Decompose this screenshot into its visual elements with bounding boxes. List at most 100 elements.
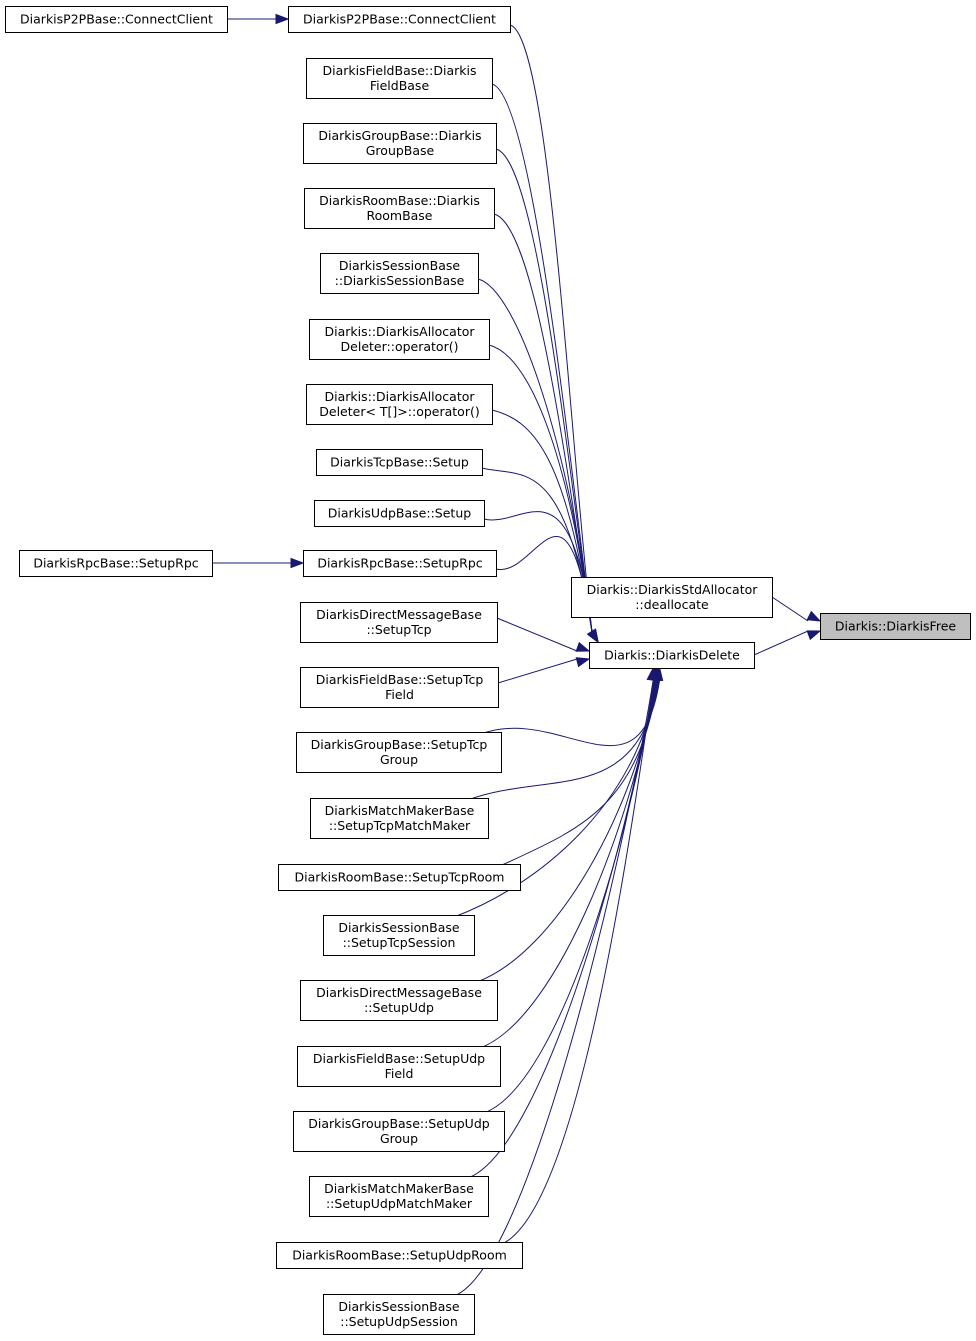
- node-label: ::SetupTcpSession: [343, 935, 456, 950]
- node-label: DiarkisSessionBase: [339, 258, 461, 273]
- node-session-setup-udp[interactable]: DiarkisSessionBase::SetupUdpSession: [323, 1294, 475, 1335]
- node-box: [278, 864, 521, 891]
- edge-std-allocator-deallocate-to-diarkis-free: [771, 596, 822, 622]
- edge-line: [495, 148, 593, 633]
- node-box: [589, 642, 755, 669]
- node-rpc-setup-left[interactable]: DiarkisRpcBase::SetupRpc: [19, 550, 213, 577]
- node-room-base-ctor[interactable]: DiarkisRoomBase::DiarkisRoomBase: [304, 188, 495, 229]
- edge-rpc-setup-to-rpc-setup-left: [212, 557, 305, 569]
- arrowhead: [275, 13, 290, 25]
- node-dm-setup-udp[interactable]: DiarkisDirectMessageBase::SetupUdp: [300, 980, 498, 1021]
- node-label: ::DiarkisSessionBase: [335, 273, 465, 288]
- node-dm-setup-tcp[interactable]: DiarkisDirectMessageBase::SetupTcp: [300, 602, 498, 643]
- node-allocator-deleter-op[interactable]: Diarkis::DiarkisAllocatorDeleter::operat…: [309, 319, 490, 360]
- node-label: Diarkis::DiarkisAllocator: [324, 324, 475, 339]
- node-label: DiarkisRpcBase::SetupRpc: [317, 556, 482, 571]
- node-label: DiarkisMatchMakerBase: [325, 803, 475, 818]
- node-label: Diarkis::DiarkisDelete: [604, 648, 740, 663]
- node-box: [5, 6, 228, 33]
- node-label: ::deallocate: [635, 597, 709, 612]
- node-box: [304, 188, 495, 229]
- node-mm-setup-tcp[interactable]: DiarkisMatchMakerBase::SetupTcpMatchMake…: [310, 798, 489, 839]
- node-tcp-base-setup[interactable]: DiarkisTcpBase::Setup: [316, 449, 483, 476]
- node-label: Diarkis::DiarkisStdAllocator: [587, 582, 759, 597]
- edge-line: [496, 617, 578, 652]
- node-label: RoomBase: [366, 208, 432, 223]
- node-mm-setup-udp[interactable]: DiarkisMatchMakerBase::SetupUdpMatchMake…: [309, 1176, 489, 1217]
- node-label: Deleter::operator(): [341, 339, 459, 354]
- node-box: [310, 798, 489, 839]
- node-box: [309, 319, 490, 360]
- node-box: [303, 123, 497, 164]
- edge-line: [753, 630, 809, 656]
- node-diarkis-delete[interactable]: Diarkis::DiarkisDelete: [589, 642, 755, 669]
- node-label: ::SetupTcp: [366, 622, 431, 637]
- node-p2p-connect-client-left[interactable]: DiarkisP2PBase::ConnectClient: [5, 6, 228, 33]
- node-udp-base-setup[interactable]: DiarkisUdpBase::Setup: [314, 500, 485, 527]
- node-label: DiarkisRoomBase::SetupTcpRoom: [295, 870, 505, 885]
- node-room-setup-udp[interactable]: DiarkisRoomBase::SetupUdpRoom: [276, 1242, 523, 1269]
- arrowhead: [290, 557, 305, 569]
- node-label: DiarkisUdpBase::Setup: [328, 506, 471, 521]
- edge-dm-setup-udp-to-diarkis-delete: [476, 666, 661, 983]
- node-box: [276, 1242, 523, 1269]
- node-box: [303, 550, 497, 577]
- edge-line: [483, 511, 593, 633]
- node-session-setup-tcp[interactable]: DiarkisSessionBase::SetupTcpSession: [323, 915, 475, 956]
- node-label: DiarkisSessionBase: [338, 920, 460, 935]
- node-box: [300, 980, 498, 1021]
- edge-line: [501, 679, 655, 1245]
- node-label: DiarkisGroupBase::SetupUdp: [308, 1116, 490, 1131]
- node-label: ::SetupUdpMatchMaker: [326, 1196, 473, 1211]
- node-box: [297, 1046, 501, 1087]
- edge-room-setup-udp-to-diarkis-delete: [501, 666, 658, 1245]
- edge-diarkis-delete-to-diarkis-free: [753, 630, 822, 656]
- node-label: DiarkisDirectMessageBase: [316, 985, 482, 1000]
- node-std-allocator-deallocate[interactable]: Diarkis::DiarkisStdAllocator::deallocate: [571, 577, 773, 618]
- node-label: DiarkisGroupBase::SetupTcp: [311, 737, 488, 752]
- node-field-base-ctor[interactable]: DiarkisFieldBase::DiarkisFieldBase: [306, 58, 493, 99]
- node-box: [288, 6, 511, 33]
- node-label: DiarkisGroupBase::Diarkis: [318, 128, 481, 143]
- edge-p2p-connect-client-to-p2p-connect-client-left: [227, 13, 290, 25]
- node-label: DiarkisMatchMakerBase: [324, 1181, 474, 1196]
- edge-field-setup-udp-to-diarkis-delete: [479, 666, 660, 1049]
- node-box: [820, 613, 971, 640]
- edge-line: [477, 278, 593, 633]
- node-box: [296, 732, 502, 773]
- node-group-base-ctor[interactable]: DiarkisGroupBase::DiarkisGroupBase: [303, 123, 497, 164]
- edge-line: [491, 409, 593, 633]
- node-label: Field: [385, 687, 414, 702]
- node-label: DiarkisSessionBase: [338, 1299, 460, 1314]
- node-rpc-setup[interactable]: DiarkisRpcBase::SetupRpc: [303, 550, 497, 577]
- node-diarkis-free[interactable]: Diarkis::DiarkisFree: [820, 613, 971, 640]
- edge-dm-setup-tcp-to-diarkis-delete: [496, 617, 591, 652]
- node-label: ::SetupUdp: [364, 1000, 434, 1015]
- node-box: [323, 915, 475, 956]
- node-box: [316, 449, 483, 476]
- edge-line: [497, 658, 578, 684]
- node-label: DiarkisFieldBase::SetupTcp: [316, 672, 484, 687]
- node-label: DiarkisFieldBase::SetupUdp: [313, 1051, 485, 1066]
- node-label: DiarkisDirectMessageBase: [316, 607, 482, 622]
- edge-line: [493, 213, 593, 633]
- node-room-setup-tcp[interactable]: DiarkisRoomBase::SetupTcpRoom: [278, 864, 521, 891]
- node-label: DiarkisRoomBase::SetupUdpRoom: [292, 1248, 507, 1263]
- node-session-base-ctor[interactable]: DiarkisSessionBase::DiarkisSessionBase: [320, 253, 479, 294]
- node-label: Diarkis::DiarkisFree: [835, 619, 957, 634]
- node-label: Group: [380, 752, 418, 767]
- edge-line: [480, 679, 661, 747]
- node-box: [306, 384, 493, 425]
- node-label: Group: [380, 1131, 418, 1146]
- node-p2p-connect-client[interactable]: DiarkisP2PBase::ConnectClient: [288, 6, 511, 33]
- node-box: [300, 667, 499, 708]
- node-box: [320, 253, 479, 294]
- arrowhead: [806, 610, 822, 622]
- edge-line: [499, 679, 659, 867]
